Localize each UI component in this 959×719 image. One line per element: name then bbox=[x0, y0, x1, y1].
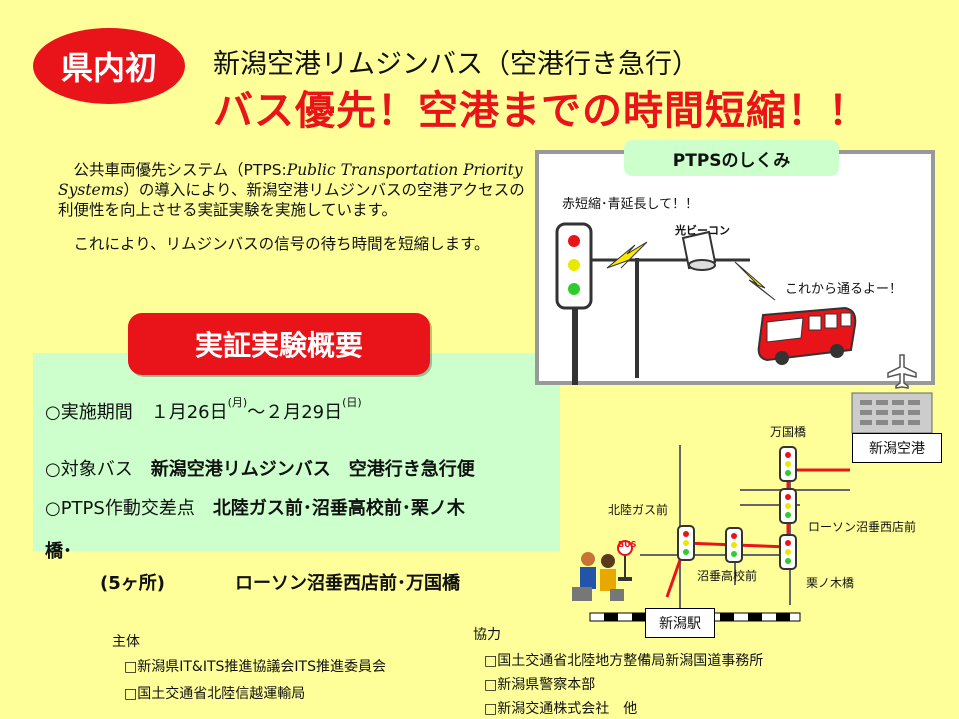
signal-kurinoki-icon bbox=[779, 534, 797, 570]
green-light bbox=[568, 283, 580, 295]
ptps-diagram-illustration bbox=[555, 222, 857, 385]
signal-pole bbox=[572, 300, 578, 385]
bus-speech-text: これから通るよー！ bbox=[785, 282, 903, 297]
signal-bolt-icon bbox=[606, 241, 648, 269]
bus-stop-sign-text: BUS bbox=[618, 540, 637, 549]
page-title: バス優先！空港までの時間短縮！！ bbox=[213, 88, 869, 134]
intersections-row-2: (5ヶ所) ローソン沼垂西店前･万国橋 bbox=[45, 569, 460, 595]
intro-paragraph-2: これにより、リムジンバスの信号の待ち時間を短縮します。 bbox=[73, 235, 490, 253]
signal-bankoku-icon bbox=[779, 446, 797, 482]
period-end: ～２月29日 bbox=[247, 402, 343, 423]
ptps-diagram-panel bbox=[535, 150, 935, 385]
map-label-nuttari: 沼垂高校前 bbox=[697, 569, 758, 583]
bus-icon bbox=[757, 306, 857, 365]
ptps-fullname: Public Transportation Priority Systems bbox=[58, 161, 523, 199]
map-label-lawson: ローソン沼垂西店前 bbox=[808, 520, 917, 534]
yellow-light bbox=[568, 259, 580, 271]
page-subtitle: 新潟空港リムジンバス（空港行き急行） bbox=[213, 49, 699, 80]
airport-building-icon bbox=[851, 392, 933, 434]
bus-stop-sign-icon bbox=[617, 540, 633, 581]
period-row: ○実施期間 １月26日(月)～２月29日(日) bbox=[45, 396, 362, 424]
period-start: １月26日 bbox=[150, 402, 228, 423]
signal-lawson-icon bbox=[779, 488, 797, 524]
overview-box bbox=[33, 353, 560, 551]
coop-item-1: □国土交通省北陸地方整備局新潟国道事務所 bbox=[484, 653, 764, 669]
host-item-2: □国土交通省北陸信越運輸局 bbox=[124, 686, 306, 702]
host-item-1: □新潟県IT&ITS推進協議会ITS推進委員会 bbox=[124, 659, 386, 675]
passengers-icon bbox=[572, 552, 624, 601]
signal-hokuriku-icon bbox=[677, 525, 695, 561]
intro-text: 公共車両優先システム（PTPS:Public Transportation Pr… bbox=[58, 160, 528, 268]
period-end-day: (日) bbox=[342, 396, 362, 409]
intro-paragraph-1: 公共車両優先システム（PTPS:Public Transportation Pr… bbox=[58, 160, 528, 220]
period-label: ○実施期間 bbox=[45, 402, 133, 423]
intro-p1-start: 公共車両優先システム（PTPS: bbox=[73, 161, 287, 179]
airplane-icon bbox=[887, 354, 917, 389]
map-label-bankoku: 万国橋 bbox=[770, 425, 807, 439]
beacon-icon bbox=[681, 230, 717, 271]
overview-heading: 実証実験概要 bbox=[128, 313, 430, 375]
intersections-value: 北陸ガス前･沼垂高校前･栗ノ木 bbox=[212, 498, 465, 519]
bus-label: ○対象バス bbox=[45, 459, 133, 480]
intro-p1-end: ）の導入により、新潟空港リムジンバスの空港アクセスの利便性を向上させる実証実験を… bbox=[58, 181, 525, 219]
intersection-count: (5ヶ所) bbox=[100, 573, 165, 594]
map-label-hokuriku: 北陸ガス前 bbox=[608, 503, 669, 517]
beacon-pole bbox=[635, 258, 639, 378]
host-label: 主体 bbox=[112, 634, 140, 650]
map-label-kurinoki: 栗ノ木橋 bbox=[806, 576, 855, 590]
bus-value: 新潟空港リムジンバス 空港行き急行便 bbox=[150, 459, 475, 480]
beacon-label: 光ビーコン bbox=[675, 224, 730, 237]
intersections-cont: 橋･ bbox=[45, 541, 72, 562]
intersections-row: ○PTPS作動交差点 北陸ガス前･沼垂高校前･栗ノ木 bbox=[45, 494, 465, 520]
intersections-value-2: ローソン沼垂西店前･万国橋 bbox=[234, 573, 460, 594]
bus-row: ○対象バス 新潟空港リムジンバス 空港行き急行便 bbox=[45, 455, 475, 481]
red-light bbox=[568, 235, 580, 247]
coop-item-2: □新潟県警察本部 bbox=[484, 677, 596, 693]
signal-nuttari-icon bbox=[725, 527, 743, 563]
coop-item-3: □新潟交通株式会社 他 bbox=[484, 701, 638, 717]
station-label-box: 新潟駅 bbox=[645, 608, 715, 638]
coop-label: 協力 bbox=[473, 627, 501, 643]
airport-label-box: 新潟空港 bbox=[852, 433, 942, 463]
first-in-prefecture-badge: 県内初 bbox=[33, 28, 185, 104]
intersections-label: ○PTPS作動交差点 bbox=[45, 498, 195, 519]
period-start-day: (月) bbox=[227, 396, 248, 409]
beacon-bolt-icon bbox=[734, 261, 776, 301]
ptps-diagram-title: PTPSのしくみ bbox=[624, 140, 839, 176]
signal-speech-text: 赤短縮･青延長して！！ bbox=[562, 197, 699, 212]
